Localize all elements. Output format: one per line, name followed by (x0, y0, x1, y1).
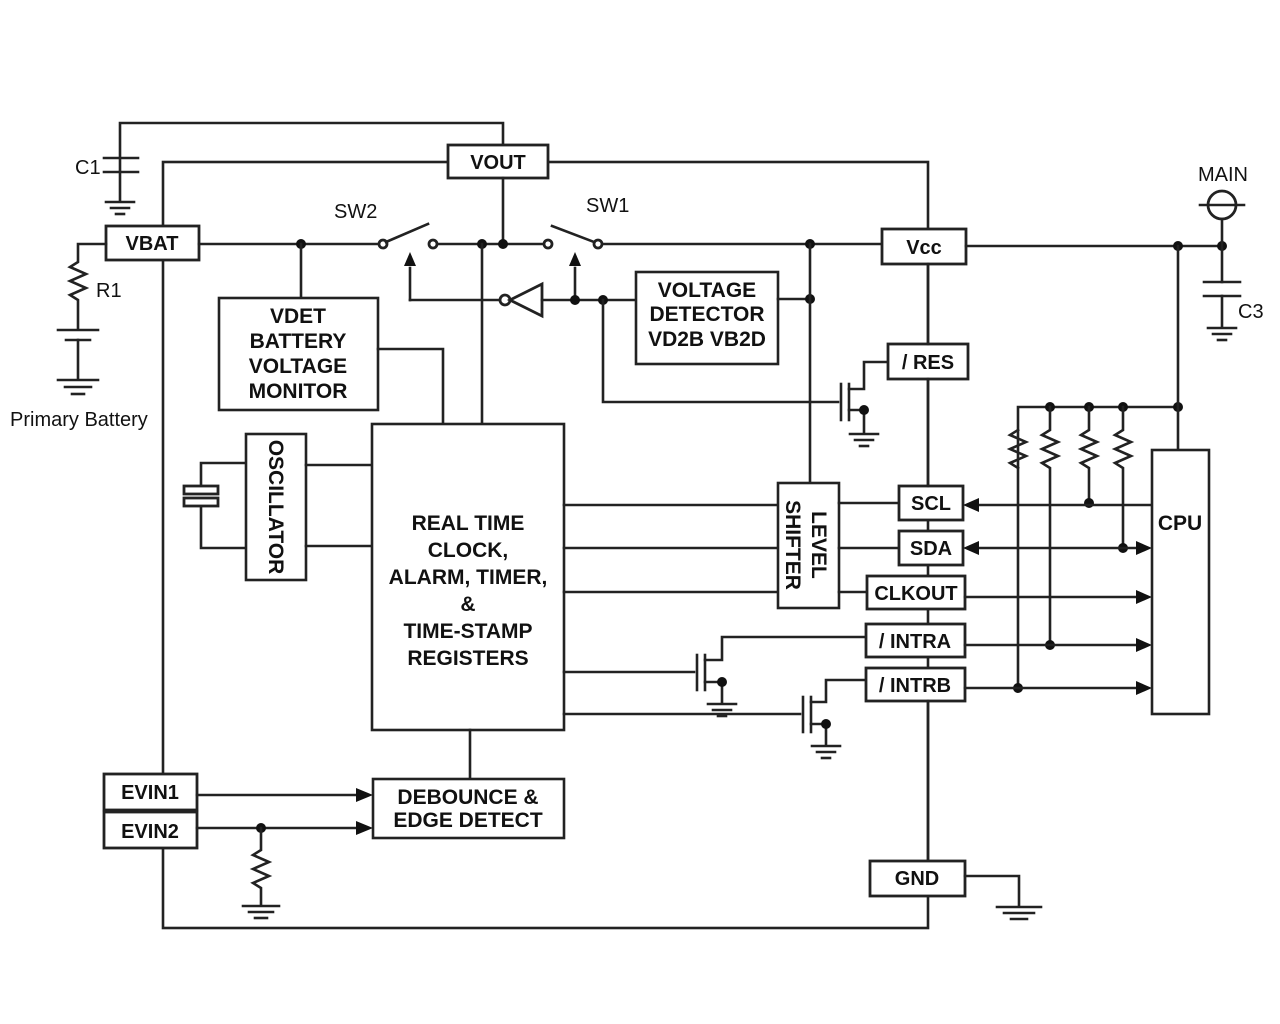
voltage-detector-line-3: VD2B VB2D (648, 328, 766, 351)
voltage-detector-line-2: DETECTOR (649, 303, 764, 326)
pin-gnd-label: GND (895, 868, 939, 890)
rtc-line-4: & (460, 593, 475, 616)
pin-vcc-label: Vcc (906, 237, 942, 259)
pin-sda-label: SDA (910, 538, 952, 560)
sw2-switch (377, 222, 439, 302)
intrb-transistor (801, 678, 868, 760)
cpu-block (1150, 448, 1211, 716)
vdet-line-4: MONITOR (249, 380, 348, 403)
pin-intrb (864, 666, 967, 703)
crystal (182, 461, 248, 550)
vdet-line-1: VDET (270, 305, 326, 328)
sw1-switch (542, 224, 604, 302)
rtc-line-1: REAL TIME (412, 512, 525, 535)
pin-vout (446, 143, 550, 180)
pullup-resistors (1006, 244, 1183, 693)
pin-scl (897, 484, 965, 522)
pin-evin2-label: EVIN2 (121, 821, 179, 843)
sw2-label: SW2 (334, 201, 377, 223)
pin-clkout-label: CLKOUT (874, 583, 957, 605)
intra-transistor (695, 635, 868, 718)
inverter (408, 281, 638, 319)
debounce-line-2: EDGE DETECT (393, 809, 543, 832)
main-supply (1198, 189, 1246, 342)
rtc-line-5: TIME-STAMP (403, 620, 532, 643)
pin-clkout (865, 574, 967, 611)
c1-capacitor (102, 121, 505, 216)
r1-label: R1 (96, 280, 122, 302)
pin-evin1 (102, 772, 199, 812)
c3-label: C3 (1238, 301, 1264, 323)
pin-vout-label: VOUT (470, 152, 526, 174)
level-shifter-line-2: SHIFTER (781, 500, 804, 590)
c1-label: C1 (75, 157, 101, 179)
sw1-label: SW1 (586, 195, 629, 217)
rtc-line-2: CLOCK, (428, 539, 509, 562)
cpu-label: CPU (1158, 512, 1202, 535)
primary-battery-label: Primary Battery (10, 409, 148, 431)
res-transistor (839, 360, 890, 448)
level-shifter-line-1: LEVEL (807, 511, 830, 579)
gnd-symbol (963, 874, 1043, 921)
pin-evin1-label: EVIN1 (121, 782, 179, 804)
rtc-block (370, 422, 566, 732)
debounce-block (371, 777, 566, 840)
pin-scl-label: SCL (911, 493, 951, 515)
vdet-block (217, 296, 380, 412)
vdet-line-2: BATTERY (250, 330, 347, 353)
vdet-line-3: VOLTAGE (249, 355, 347, 378)
pin-gnd (868, 859, 967, 898)
pin-res-label: / RES (902, 352, 954, 374)
pin-intrb-label: / INTRB (879, 675, 951, 697)
level-shifter-block (776, 481, 841, 610)
pin-evin2 (102, 810, 199, 850)
pin-intra (864, 622, 967, 659)
evin2-pulldown (241, 826, 281, 920)
voltage-detector-line-1: VOLTAGE (658, 279, 756, 302)
pin-intra-label: / INTRA (879, 631, 951, 653)
r1-resistor (56, 242, 108, 396)
rtc-line-3: ALARM, TIMER, (389, 566, 548, 589)
debounce-line-1: DEBOUNCE & (397, 786, 538, 809)
pin-res (886, 342, 970, 381)
voltage-detector-block (634, 270, 780, 366)
pin-vbat-label: VBAT (126, 233, 179, 255)
rtc-line-6: REGISTERS (407, 647, 528, 670)
oscillator-label: OSCILLATOR (264, 440, 287, 575)
main-label: MAIN (1198, 164, 1248, 186)
pin-vbat (104, 224, 201, 262)
oscillator-block (244, 432, 308, 582)
